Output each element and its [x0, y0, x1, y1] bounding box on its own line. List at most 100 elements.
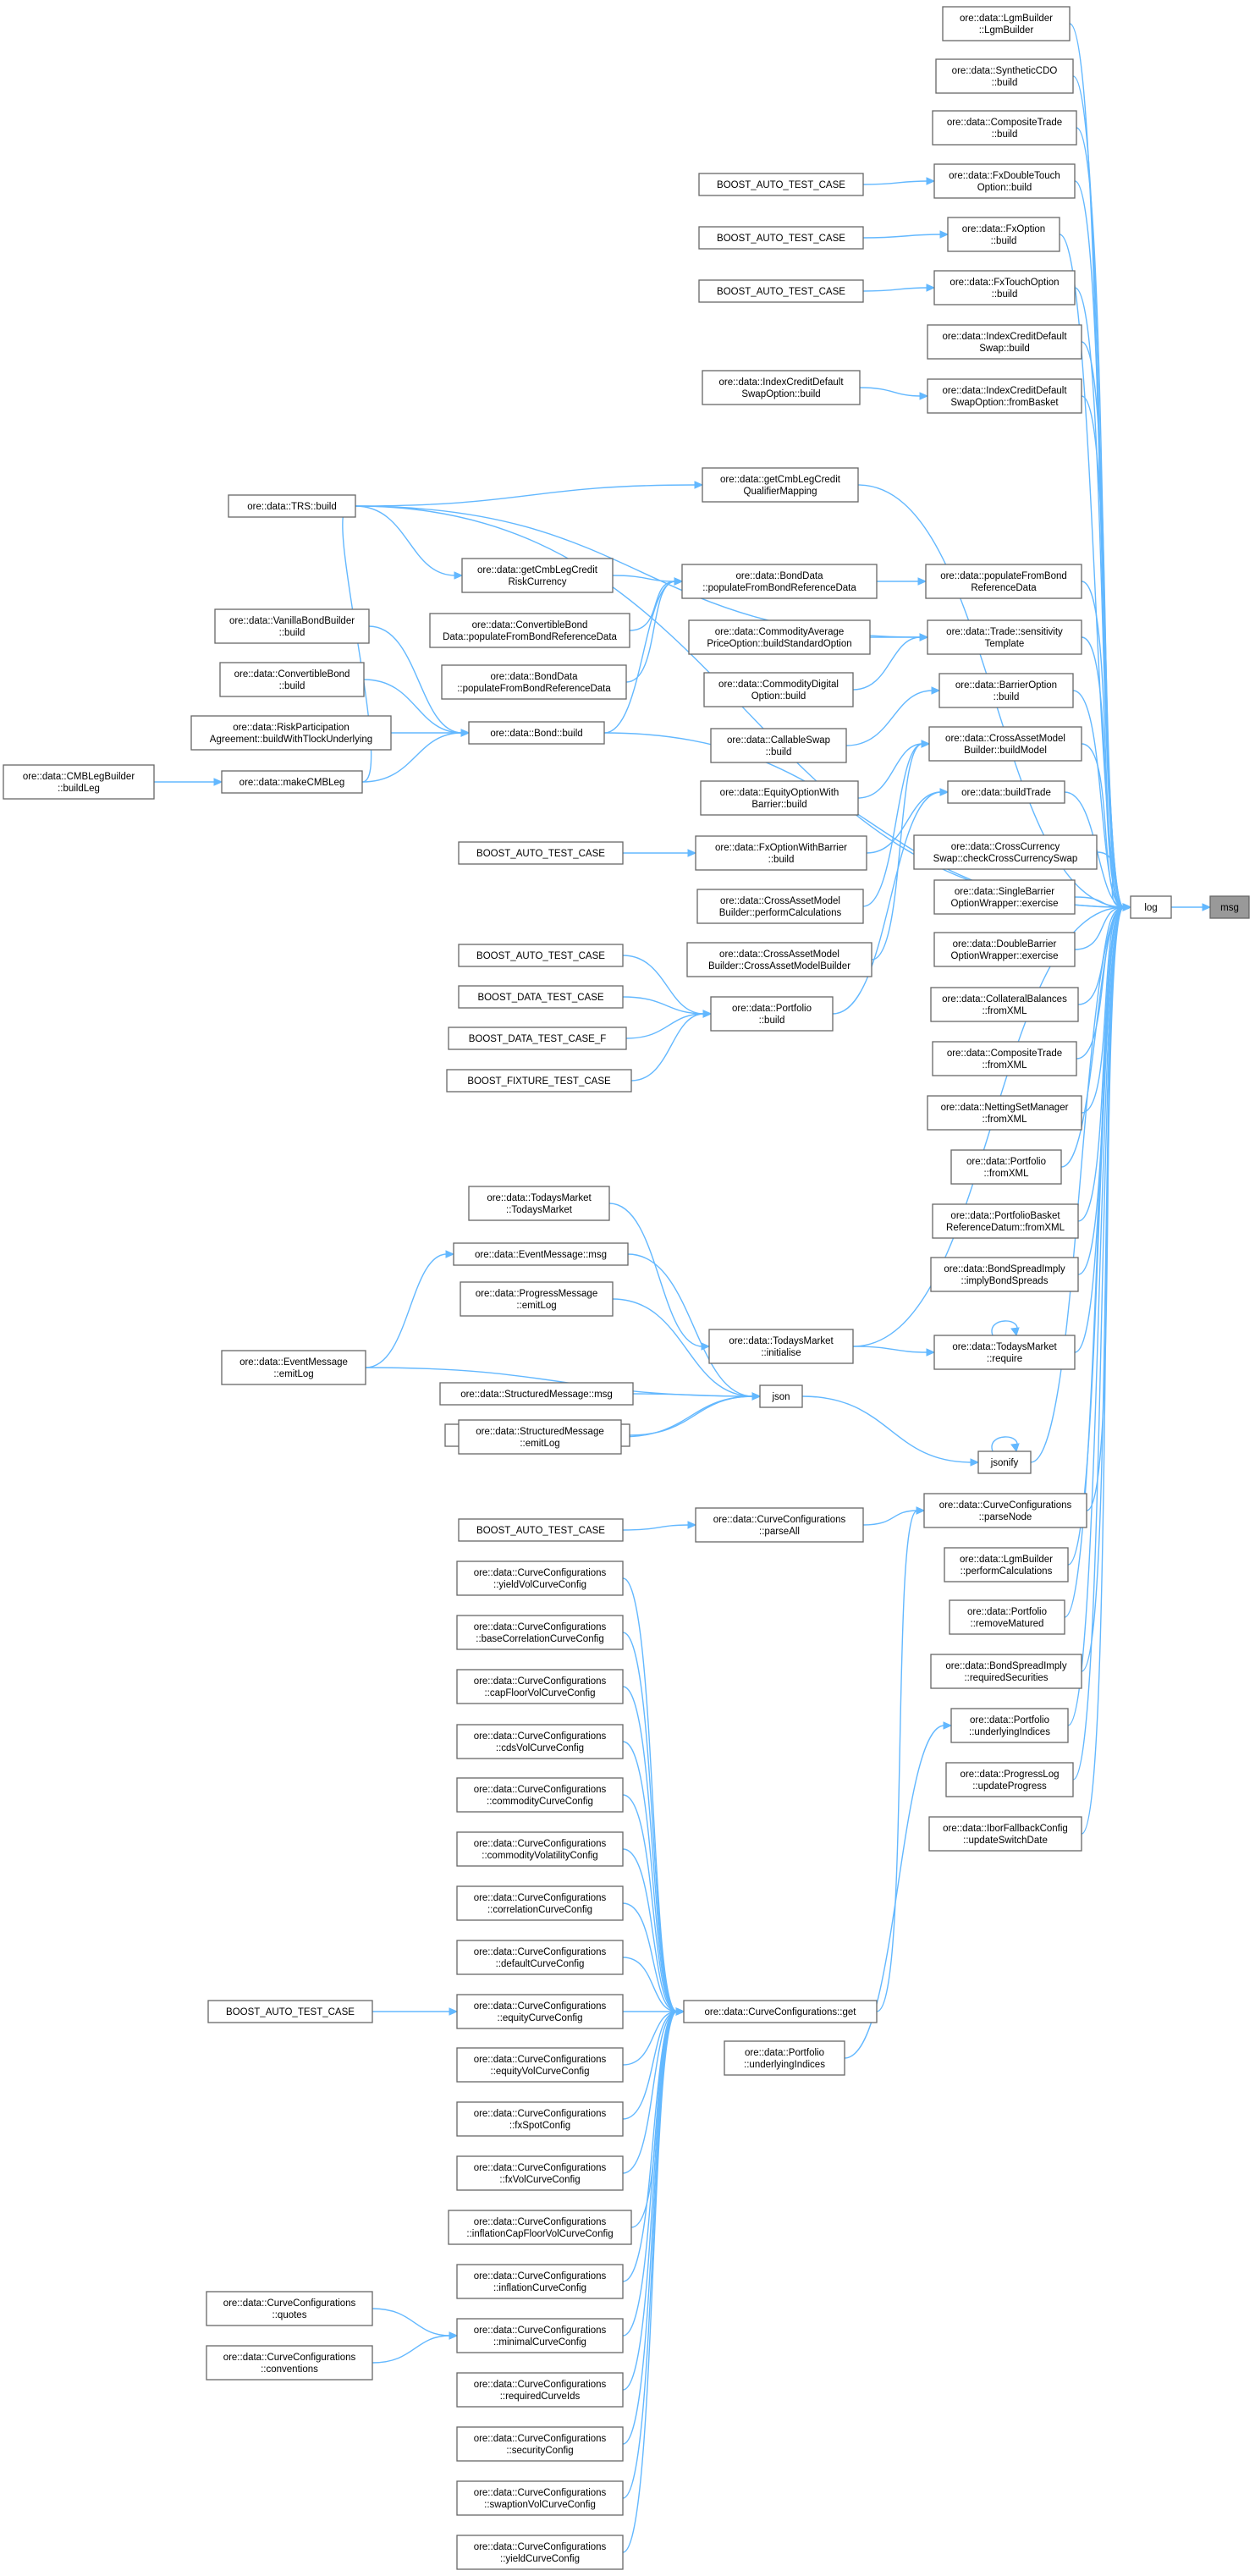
node-bat4[interactable]: BOOST_AUTO_TEST_CASE — [458, 841, 624, 865]
node-todays_market_init[interactable]: ore::data::TodaysMarket::initialise — [708, 1329, 854, 1364]
node-box[interactable] — [448, 1027, 627, 1050]
node-box[interactable] — [724, 2040, 845, 2076]
node-bonddata_pop[interactable]: ore::data::BondData::populateFromBondRef… — [681, 564, 878, 599]
node-bat5[interactable]: BOOST_AUTO_TEST_CASE — [458, 944, 624, 967]
node-commavg[interactable]: ore::data::CommodityAveragePriceOption::… — [688, 619, 871, 655]
node-box[interactable] — [1130, 895, 1172, 919]
node-box[interactable] — [446, 1069, 632, 1093]
node-box[interactable] — [947, 780, 1065, 804]
node-box[interactable] — [458, 1518, 624, 1542]
node-box[interactable] — [927, 324, 1082, 360]
node-cc_security[interactable]: ore::data::CurveConfigurations::security… — [456, 2426, 624, 2462]
node-bonddata_pop2[interactable]: ore::data::BondData::populateFromBondRef… — [441, 664, 627, 700]
node-trs_build[interactable]: ore::data::TRS::build — [228, 494, 356, 518]
node-box[interactable] — [695, 1507, 864, 1543]
node-event_msg_msg[interactable]: ore::data::EventMessage::msg — [453, 1242, 629, 1266]
node-cc_commodity[interactable]: ore::data::CurveConfigurations::commodit… — [456, 1777, 624, 1813]
node-box[interactable] — [688, 619, 871, 655]
node-box[interactable] — [925, 564, 1082, 599]
node-box[interactable] — [456, 1994, 624, 2029]
node-fxtouch_build[interactable]: ore::data::FxTouchOption::build — [933, 270, 1076, 305]
node-box[interactable] — [927, 619, 1082, 655]
node-box[interactable] — [703, 672, 854, 707]
node-box[interactable] — [207, 2000, 373, 2023]
node-box[interactable] — [3, 764, 155, 800]
node-bdt1[interactable]: BOOST_DATA_TEST_CASE — [458, 985, 624, 1009]
node-box[interactable] — [932, 1041, 1077, 1076]
node-box[interactable] — [935, 58, 1074, 94]
node-synth_cdo[interactable]: ore::data::SyntheticCDO::build — [935, 58, 1074, 94]
node-ibor_fallback[interactable]: ore::data::IborFallbackConfig::updateSwi… — [928, 1816, 1082, 1852]
node-box[interactable] — [686, 942, 872, 977]
node-portfolio_xml[interactable]: ore::data::Portfolio::fromXML — [950, 1149, 1062, 1185]
node-cc_capfloor[interactable]: ore::data::CurveConfigurations::capFloor… — [456, 1669, 624, 1704]
node-event_msg_emitlog[interactable]: ore::data::EventMessage::emitLog — [221, 1350, 366, 1385]
node-structured_msg[interactable]: ore::data::StructuredMessage::msg — [439, 1382, 634, 1406]
node-box[interactable] — [456, 1615, 624, 1650]
node-box[interactable] — [458, 985, 624, 1009]
node-box[interactable] — [698, 173, 864, 196]
node-box[interactable] — [458, 1419, 622, 1455]
node-pop_bond_ref[interactable]: ore::data::populateFromBondReferenceData — [925, 564, 1082, 599]
node-bat3[interactable]: BOOST_AUTO_TEST_CASE — [698, 279, 864, 303]
node-make_cmbleg[interactable]: ore::data::makeCMBLeg — [221, 770, 363, 794]
node-comp_trade_build[interactable]: ore::data::CompositeTrade::build — [932, 110, 1077, 146]
node-box[interactable] — [456, 2480, 624, 2516]
node-box[interactable] — [933, 163, 1076, 199]
node-cc_fxvol[interactable]: ore::data::CurveConfigurations::fxVolCur… — [456, 2155, 624, 2191]
node-bat1[interactable]: BOOST_AUTO_TEST_CASE — [698, 173, 864, 196]
node-box[interactable] — [468, 721, 605, 745]
node-json[interactable]: json — [759, 1384, 803, 1408]
node-cc_inflcapfloor[interactable]: ore::data::CurveConfigurations::inflatio… — [448, 2210, 632, 2245]
node-box[interactable] — [702, 370, 861, 405]
node-bat6[interactable]: BOOST_AUTO_TEST_CASE — [458, 1518, 624, 1542]
node-box[interactable] — [456, 1831, 624, 1867]
node-cc_conventions[interactable]: ore::data::CurveConfigurations::conventi… — [206, 2345, 373, 2381]
node-cc_default[interactable]: ore::data::CurveConfigurations::defaultC… — [456, 1940, 624, 1975]
node-box[interactable] — [944, 1547, 1069, 1582]
node-box[interactable] — [456, 2264, 624, 2299]
node-box[interactable] — [456, 1560, 624, 1596]
node-box[interactable] — [977, 1450, 1032, 1474]
node-box[interactable] — [708, 1329, 854, 1364]
node-portfolio_under1[interactable]: ore::data::Portfolio::underlyingIndices — [950, 1708, 1069, 1743]
node-cc_fxspot[interactable]: ore::data::CurveConfigurations::fxSpotCo… — [456, 2101, 624, 2137]
node-portfolio_under2[interactable]: ore::data::Portfolio::underlyingIndices — [724, 2040, 845, 2076]
node-box[interactable] — [458, 944, 624, 967]
node-progress_emitlog[interactable]: ore::data::ProgressMessage::emitLog — [460, 1281, 614, 1317]
node-box[interactable] — [933, 270, 1076, 305]
node-box[interactable] — [448, 2210, 632, 2245]
node-box[interactable] — [947, 217, 1060, 252]
node-lgm_build[interactable]: ore::data::LgmBuilder::LgmBuilder — [942, 6, 1071, 41]
node-box[interactable] — [698, 226, 864, 250]
node-box[interactable] — [710, 996, 834, 1032]
node-portfolio_build[interactable]: ore::data::Portfolio::build — [710, 996, 834, 1032]
node-box[interactable] — [468, 1186, 610, 1221]
node-cc_get[interactable]: ore::data::CurveConfigurations::get — [683, 2000, 878, 2023]
node-box[interactable] — [456, 1940, 624, 1975]
node-fxopt_barrier[interactable]: ore::data::FxOptionWithBarrier::build — [695, 835, 867, 871]
node-box[interactable] — [928, 726, 1082, 762]
node-lgm_perf[interactable]: ore::data::LgmBuilder::performCalculatio… — [944, 1547, 1069, 1582]
node-box[interactable] — [456, 2101, 624, 2137]
node-box[interactable] — [456, 2155, 624, 2191]
node-box[interactable] — [696, 889, 864, 924]
node-box[interactable] — [429, 613, 630, 648]
node-box[interactable] — [930, 1257, 1079, 1292]
node-netting_set[interactable]: ore::data::NettingSetManager::fromXML — [927, 1095, 1082, 1131]
node-box[interactable] — [932, 110, 1077, 146]
node-box[interactable] — [927, 1095, 1082, 1131]
node-box[interactable] — [441, 664, 627, 700]
node-box[interactable] — [221, 770, 363, 794]
node-box[interactable] — [700, 780, 859, 816]
node-box[interactable] — [1209, 895, 1250, 919]
node-bat2[interactable]: BOOST_AUTO_TEST_CASE — [698, 226, 864, 250]
node-box[interactable] — [456, 2535, 624, 2570]
node-cc_basecorr[interactable]: ore::data::CurveConfigurations::baseCorr… — [456, 1615, 624, 1650]
node-box[interactable] — [439, 1382, 634, 1406]
node-box[interactable] — [932, 1203, 1079, 1239]
node-cc_corr[interactable]: ore::data::CurveConfigurations::correlat… — [456, 1885, 624, 1921]
